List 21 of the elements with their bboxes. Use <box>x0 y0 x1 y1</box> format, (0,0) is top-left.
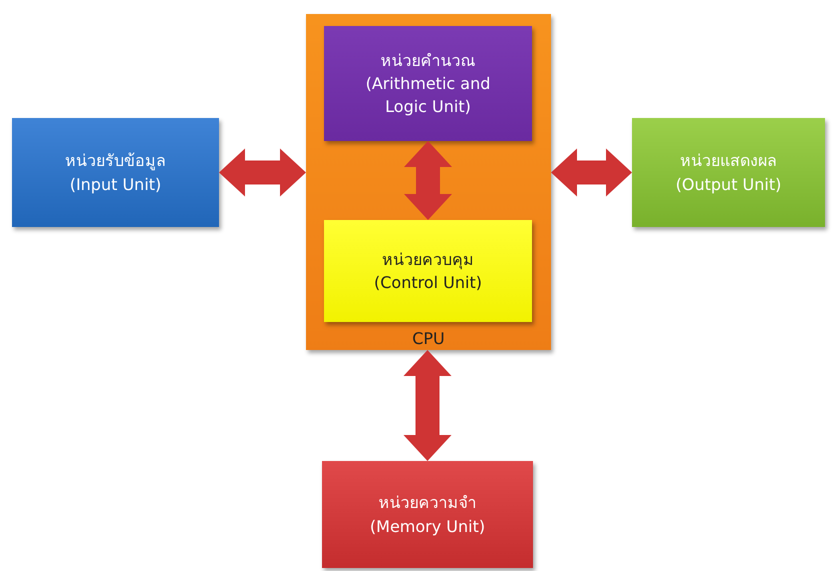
unit-name-english: (Input Unit) <box>70 174 162 196</box>
unit-name-english: (Control Unit) <box>374 272 482 294</box>
unit-name-english: (Output Unit) <box>676 174 782 196</box>
unit-name-thai: หน่วยควบคุม <box>382 248 474 271</box>
output-unit-box <box>632 118 825 227</box>
cpu-label: CPU <box>412 328 445 348</box>
unit-name-english: (Memory Unit) <box>370 516 486 538</box>
unit-name-thai: หน่วยแสดงผล <box>680 150 777 172</box>
unit-name-thai: หน่วยรับข้อมูล <box>65 150 166 172</box>
unit-name-thai: หน่วยความจำ <box>378 492 476 514</box>
control-unit-box <box>324 220 532 322</box>
unit-name-english: (Arithmetic and Logic Unit) <box>364 72 492 118</box>
cpu-box <box>306 14 551 350</box>
memory-unit-box <box>322 461 533 568</box>
double-arrow <box>404 350 452 461</box>
double-arrow <box>219 148 306 196</box>
unit-name-thai: หน่วยคำนวณ <box>380 50 476 72</box>
input-unit-box <box>12 118 219 227</box>
double-arrow <box>551 148 632 196</box>
alu-box <box>324 26 532 141</box>
double-arrow <box>404 141 452 220</box>
